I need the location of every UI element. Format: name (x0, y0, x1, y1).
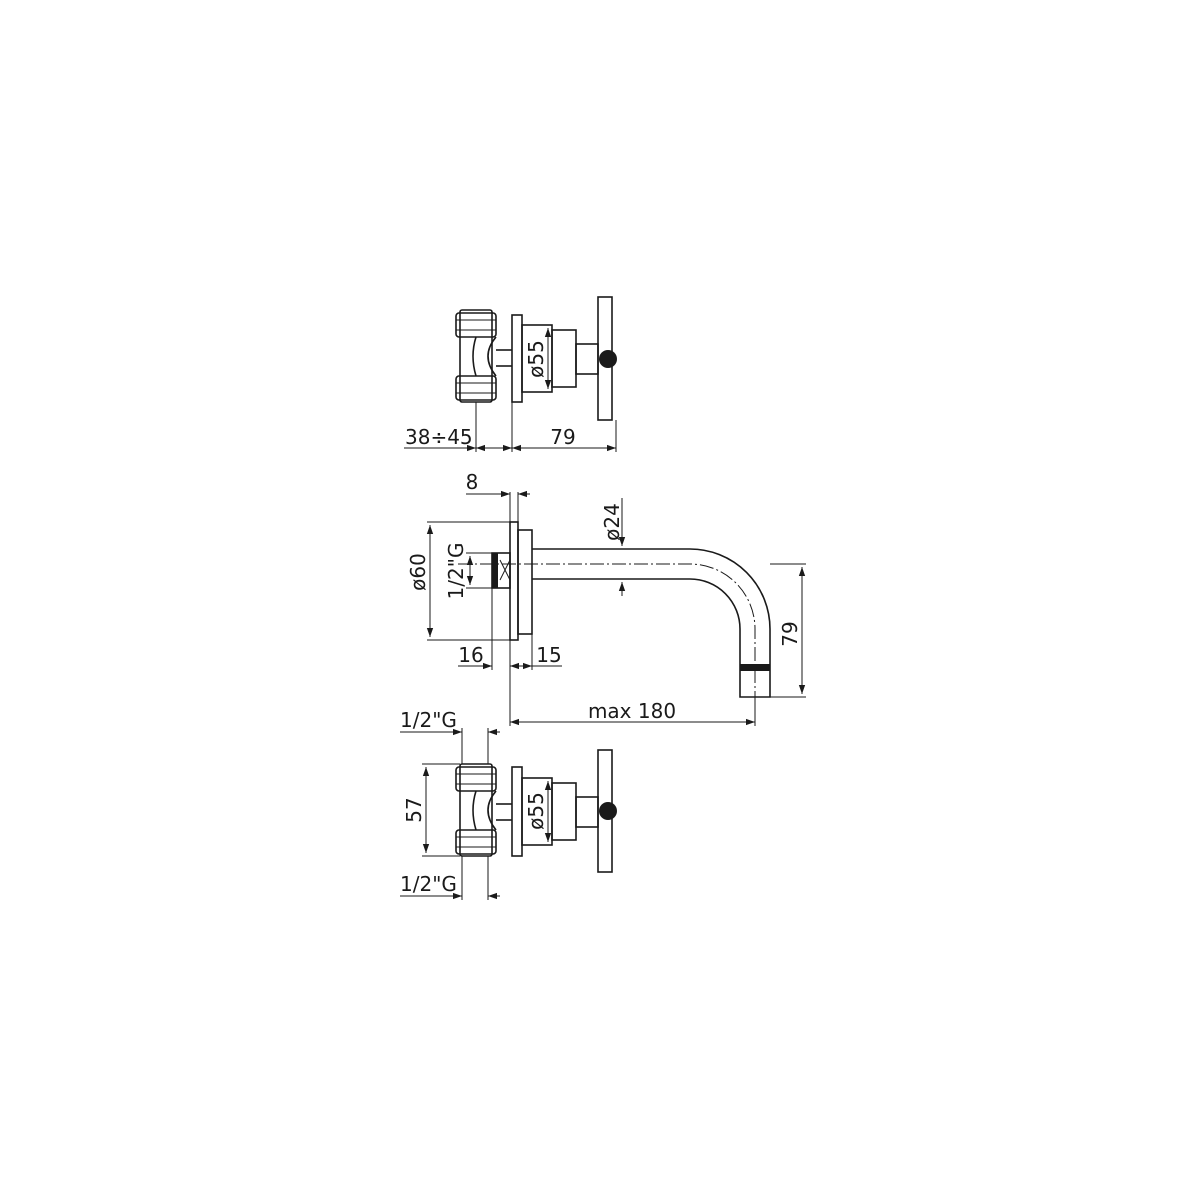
top-valve-view: ø55 38÷45 79 (404, 296, 617, 452)
spout-flange (509, 521, 519, 641)
top-flange (511, 314, 523, 403)
spout-diameter-label: ø24 (600, 503, 624, 541)
top-valve-body (455, 309, 512, 403)
spout-side-view: 8 ø60 1/2"G ø24 79 16 15 max 180 (406, 470, 806, 726)
bottom-flange (511, 766, 523, 857)
bottom-thread-bottom-label: 1/2"G (400, 872, 457, 896)
spout-reach-label: max 180 (588, 699, 676, 723)
top-handle-knob (599, 350, 617, 368)
spout-right-offset-label: 15 (536, 643, 561, 667)
bottom-height-label: 57 (402, 797, 426, 822)
spout-left-offset-label: 16 (458, 643, 483, 667)
spout-height-label: 79 (778, 621, 802, 646)
spout-thread-label: 1/2"G (444, 543, 468, 600)
bottom-handle-knob (599, 802, 617, 820)
spout-flange-thickness-label: 8 (466, 470, 479, 494)
spout-tube (532, 548, 771, 698)
top-diameter-label: ø55 (524, 340, 548, 378)
spout-flange-diameter-label: ø60 (406, 553, 430, 591)
bottom-valve-body (455, 763, 512, 857)
bottom-diameter-label: ø55 (524, 792, 548, 830)
top-wall-depth-label: 38÷45 (405, 425, 473, 449)
bottom-valve-view: ø55 1/2"G 57 1/2"G (400, 708, 617, 900)
top-handle-depth-label: 79 (550, 425, 575, 449)
bottom-thread-top-label: 1/2"G (400, 708, 457, 732)
